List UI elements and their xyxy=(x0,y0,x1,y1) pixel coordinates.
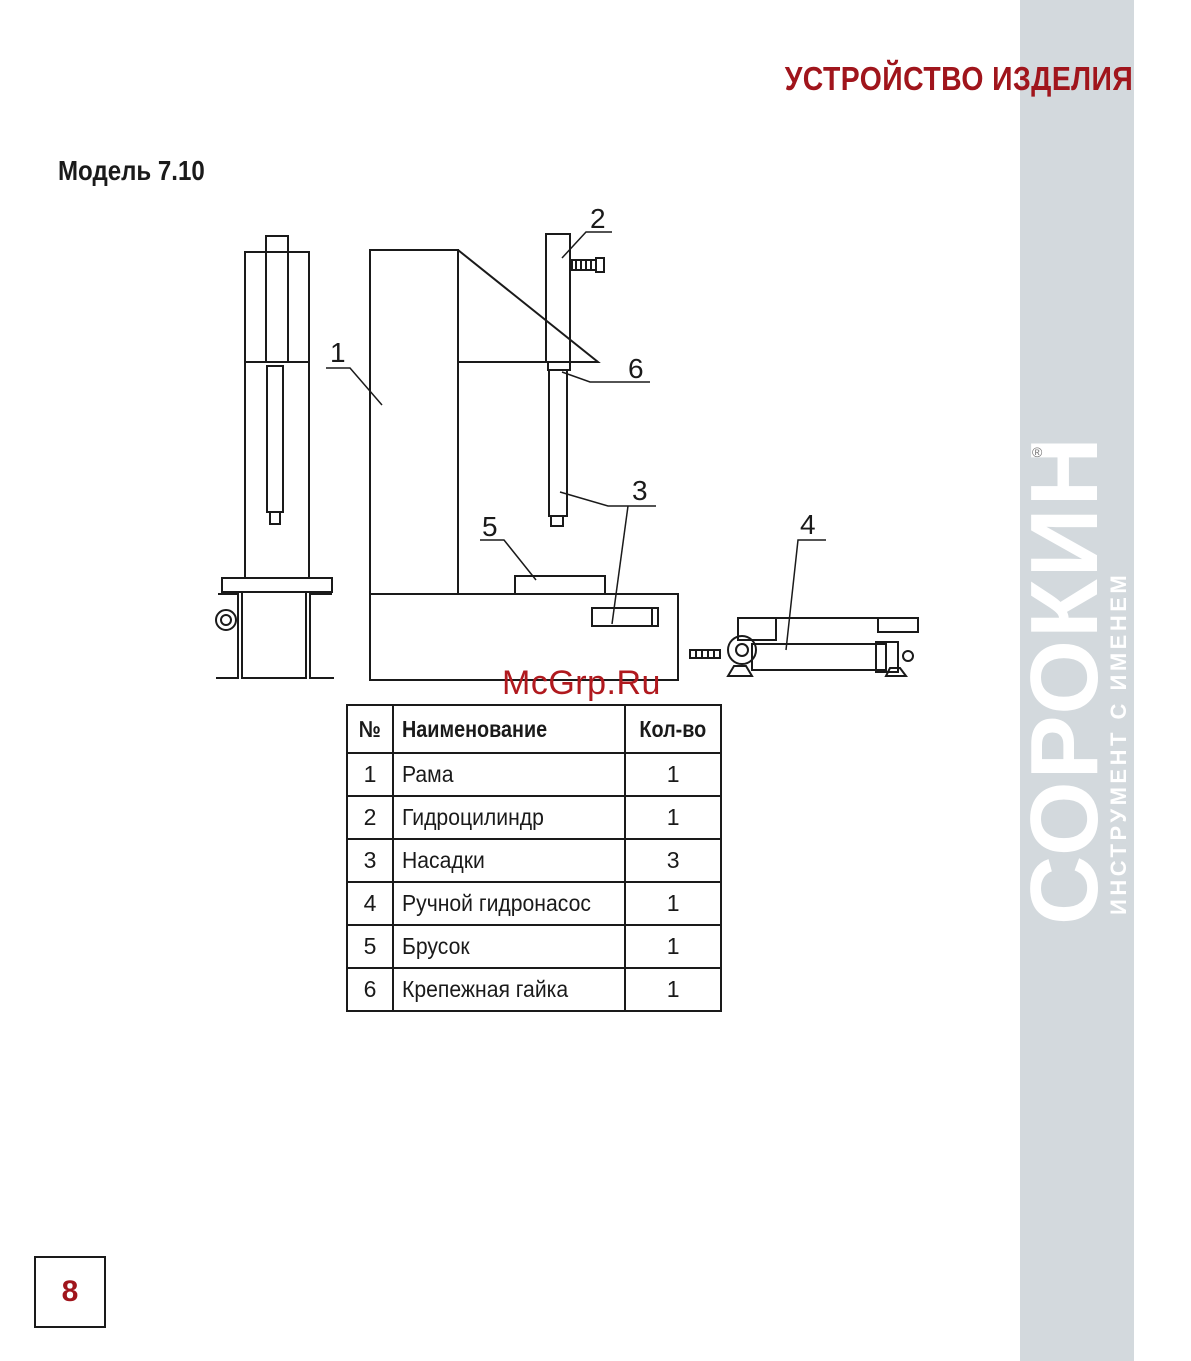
attachments-box xyxy=(592,608,658,626)
parts-table: № Наименование Кол-во 1 Рама 1 2 Гидроци… xyxy=(346,704,722,1012)
header-name: Наименование xyxy=(393,705,625,753)
press-assembly-diagram: 1 2 3 4 5 6 xyxy=(0,0,1020,700)
page-number: 8 xyxy=(62,1275,79,1309)
row-no: 4 xyxy=(347,882,393,925)
callout-label-2: 2 xyxy=(590,203,606,234)
row-name: Насадки xyxy=(393,839,625,882)
registered-mark: ® xyxy=(1032,444,1042,460)
callout-label-5: 5 xyxy=(482,511,498,542)
row-no: 5 xyxy=(347,925,393,968)
row-qty: 1 xyxy=(625,796,721,839)
brand-logo: СОРОКИН ИНСТРУМЕНТ С ИМЕНЕМ xyxy=(1020,0,1134,1361)
callout-label-1: 1 xyxy=(330,337,346,368)
row-name: Крепежная гайка xyxy=(393,968,625,1011)
callout-label-6: 6 xyxy=(628,353,644,384)
side-view-frame xyxy=(216,236,334,678)
brand-name: СОРОКИН xyxy=(1023,435,1107,925)
frame-part xyxy=(370,250,678,680)
header-no: № xyxy=(347,705,393,753)
callout-leaders xyxy=(326,232,826,650)
header-qty: Кол-во xyxy=(625,705,721,753)
table-row: 1 Рама 1 xyxy=(347,753,721,796)
watermark-text: McGrp.Ru xyxy=(502,664,661,703)
row-qty: 1 xyxy=(625,882,721,925)
hydraulic-cylinder-part xyxy=(546,234,604,526)
row-name: Гидроцилиндр xyxy=(393,796,625,839)
row-qty: 3 xyxy=(625,839,721,882)
row-name: Ручной гидронасос xyxy=(393,882,625,925)
row-no: 3 xyxy=(347,839,393,882)
row-name: Рама xyxy=(393,753,625,796)
page-number-box: 8 xyxy=(34,1256,106,1328)
hand-pump-part xyxy=(690,618,918,676)
table-row: 5 Брусок 1 xyxy=(347,925,721,968)
row-name: Брусок xyxy=(393,925,625,968)
row-qty: 1 xyxy=(625,753,721,796)
callout-label-3: 3 xyxy=(632,475,648,506)
row-no: 2 xyxy=(347,796,393,839)
row-qty: 1 xyxy=(625,925,721,968)
table-row: 3 Насадки 3 xyxy=(347,839,721,882)
parts-table-header: № Наименование Кол-во xyxy=(347,705,721,753)
row-no: 1 xyxy=(347,753,393,796)
table-row: 6 Крепежная гайка 1 xyxy=(347,968,721,1011)
row-no: 6 xyxy=(347,968,393,1011)
table-row: 4 Ручной гидронасос 1 xyxy=(347,882,721,925)
table-row: 2 Гидроцилиндр 1 xyxy=(347,796,721,839)
row-qty: 1 xyxy=(625,968,721,1011)
callout-label-4: 4 xyxy=(800,509,816,540)
